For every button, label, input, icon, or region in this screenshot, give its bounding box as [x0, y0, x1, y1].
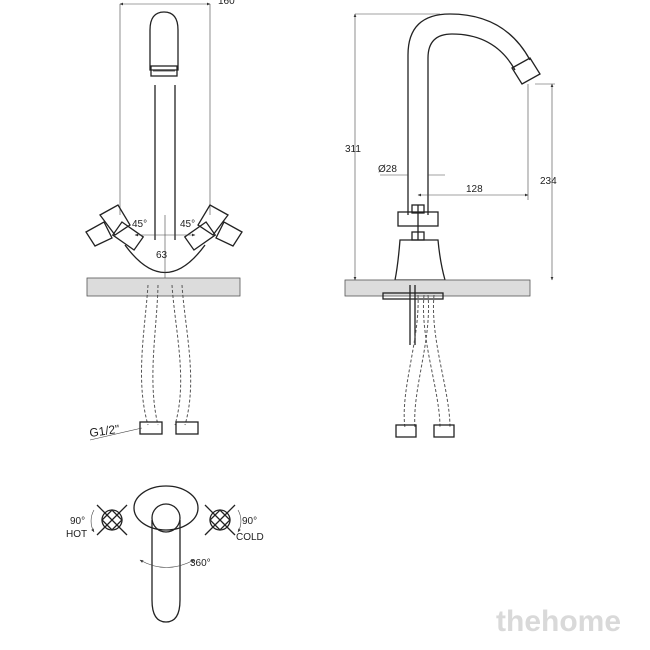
top-arc-right: [237, 509, 242, 533]
watermark-logo: thehome: [496, 605, 621, 638]
front-view: 160 45° 45° 63: [85, 0, 243, 441]
side-reach-dim: 128: [466, 184, 483, 195]
front-spout-top: [149, 11, 179, 71]
front-handle-left: [85, 204, 145, 251]
front-width-dim: 160: [218, 0, 235, 7]
front-hose-right: [171, 284, 182, 426]
top-spout-base: [151, 503, 181, 533]
top-label-hot: HOT: [66, 529, 87, 540]
side-countertop: [344, 279, 531, 297]
side-handle: [397, 204, 439, 241]
front-aerator: [150, 65, 178, 77]
front-countertop: [86, 277, 241, 297]
side-hose-left-inner: [414, 294, 430, 429]
top-angle-right: 90°: [242, 516, 257, 527]
top-label-cold: COLD: [236, 532, 264, 543]
side-spout-inner: [427, 33, 516, 215]
side-diameter-dim: Ø28: [378, 164, 397, 175]
side-hose-right: [422, 294, 441, 429]
front-angle-left: 45°: [132, 219, 147, 230]
top-view: 90° HOT 90° COLD 360°: [66, 485, 264, 623]
front-handle-right: [183, 204, 243, 251]
top-arc-left: [90, 509, 95, 533]
thread-leader: [89, 427, 143, 441]
front-fitting-right: [175, 421, 199, 435]
front-hose-right-inner: [181, 284, 192, 426]
top-handle-left: [96, 504, 128, 536]
top-angle-left: 90°: [70, 516, 85, 527]
thread-label: G1/2": [88, 422, 120, 440]
front-hose-left: [141, 284, 149, 426]
top-rotation: 360°: [190, 558, 211, 569]
front-center-dim: 63: [156, 250, 168, 261]
side-fitting-left: [395, 424, 417, 438]
front-angle-right: 45°: [180, 219, 195, 230]
side-spout-outer: [407, 13, 531, 215]
front-fitting-left: [139, 421, 163, 435]
side-height-dim: 311: [345, 144, 361, 155]
side-aerator: [511, 57, 541, 85]
side-hose-left: [403, 294, 419, 429]
side-hose-right-inner: [432, 294, 451, 429]
side-spout-height-dim: 234: [540, 176, 557, 187]
side-body: [394, 239, 446, 281]
side-fitting-right: [433, 424, 455, 438]
side-view: 311 Ø28 128 234: [344, 13, 557, 438]
front-hose-left-inner: [152, 284, 159, 426]
top-base: [133, 485, 199, 531]
side-mount-nut: [382, 292, 444, 300]
top-arc-spout: [139, 559, 195, 568]
top-spout: [151, 520, 181, 623]
top-handle-right: [204, 504, 236, 536]
